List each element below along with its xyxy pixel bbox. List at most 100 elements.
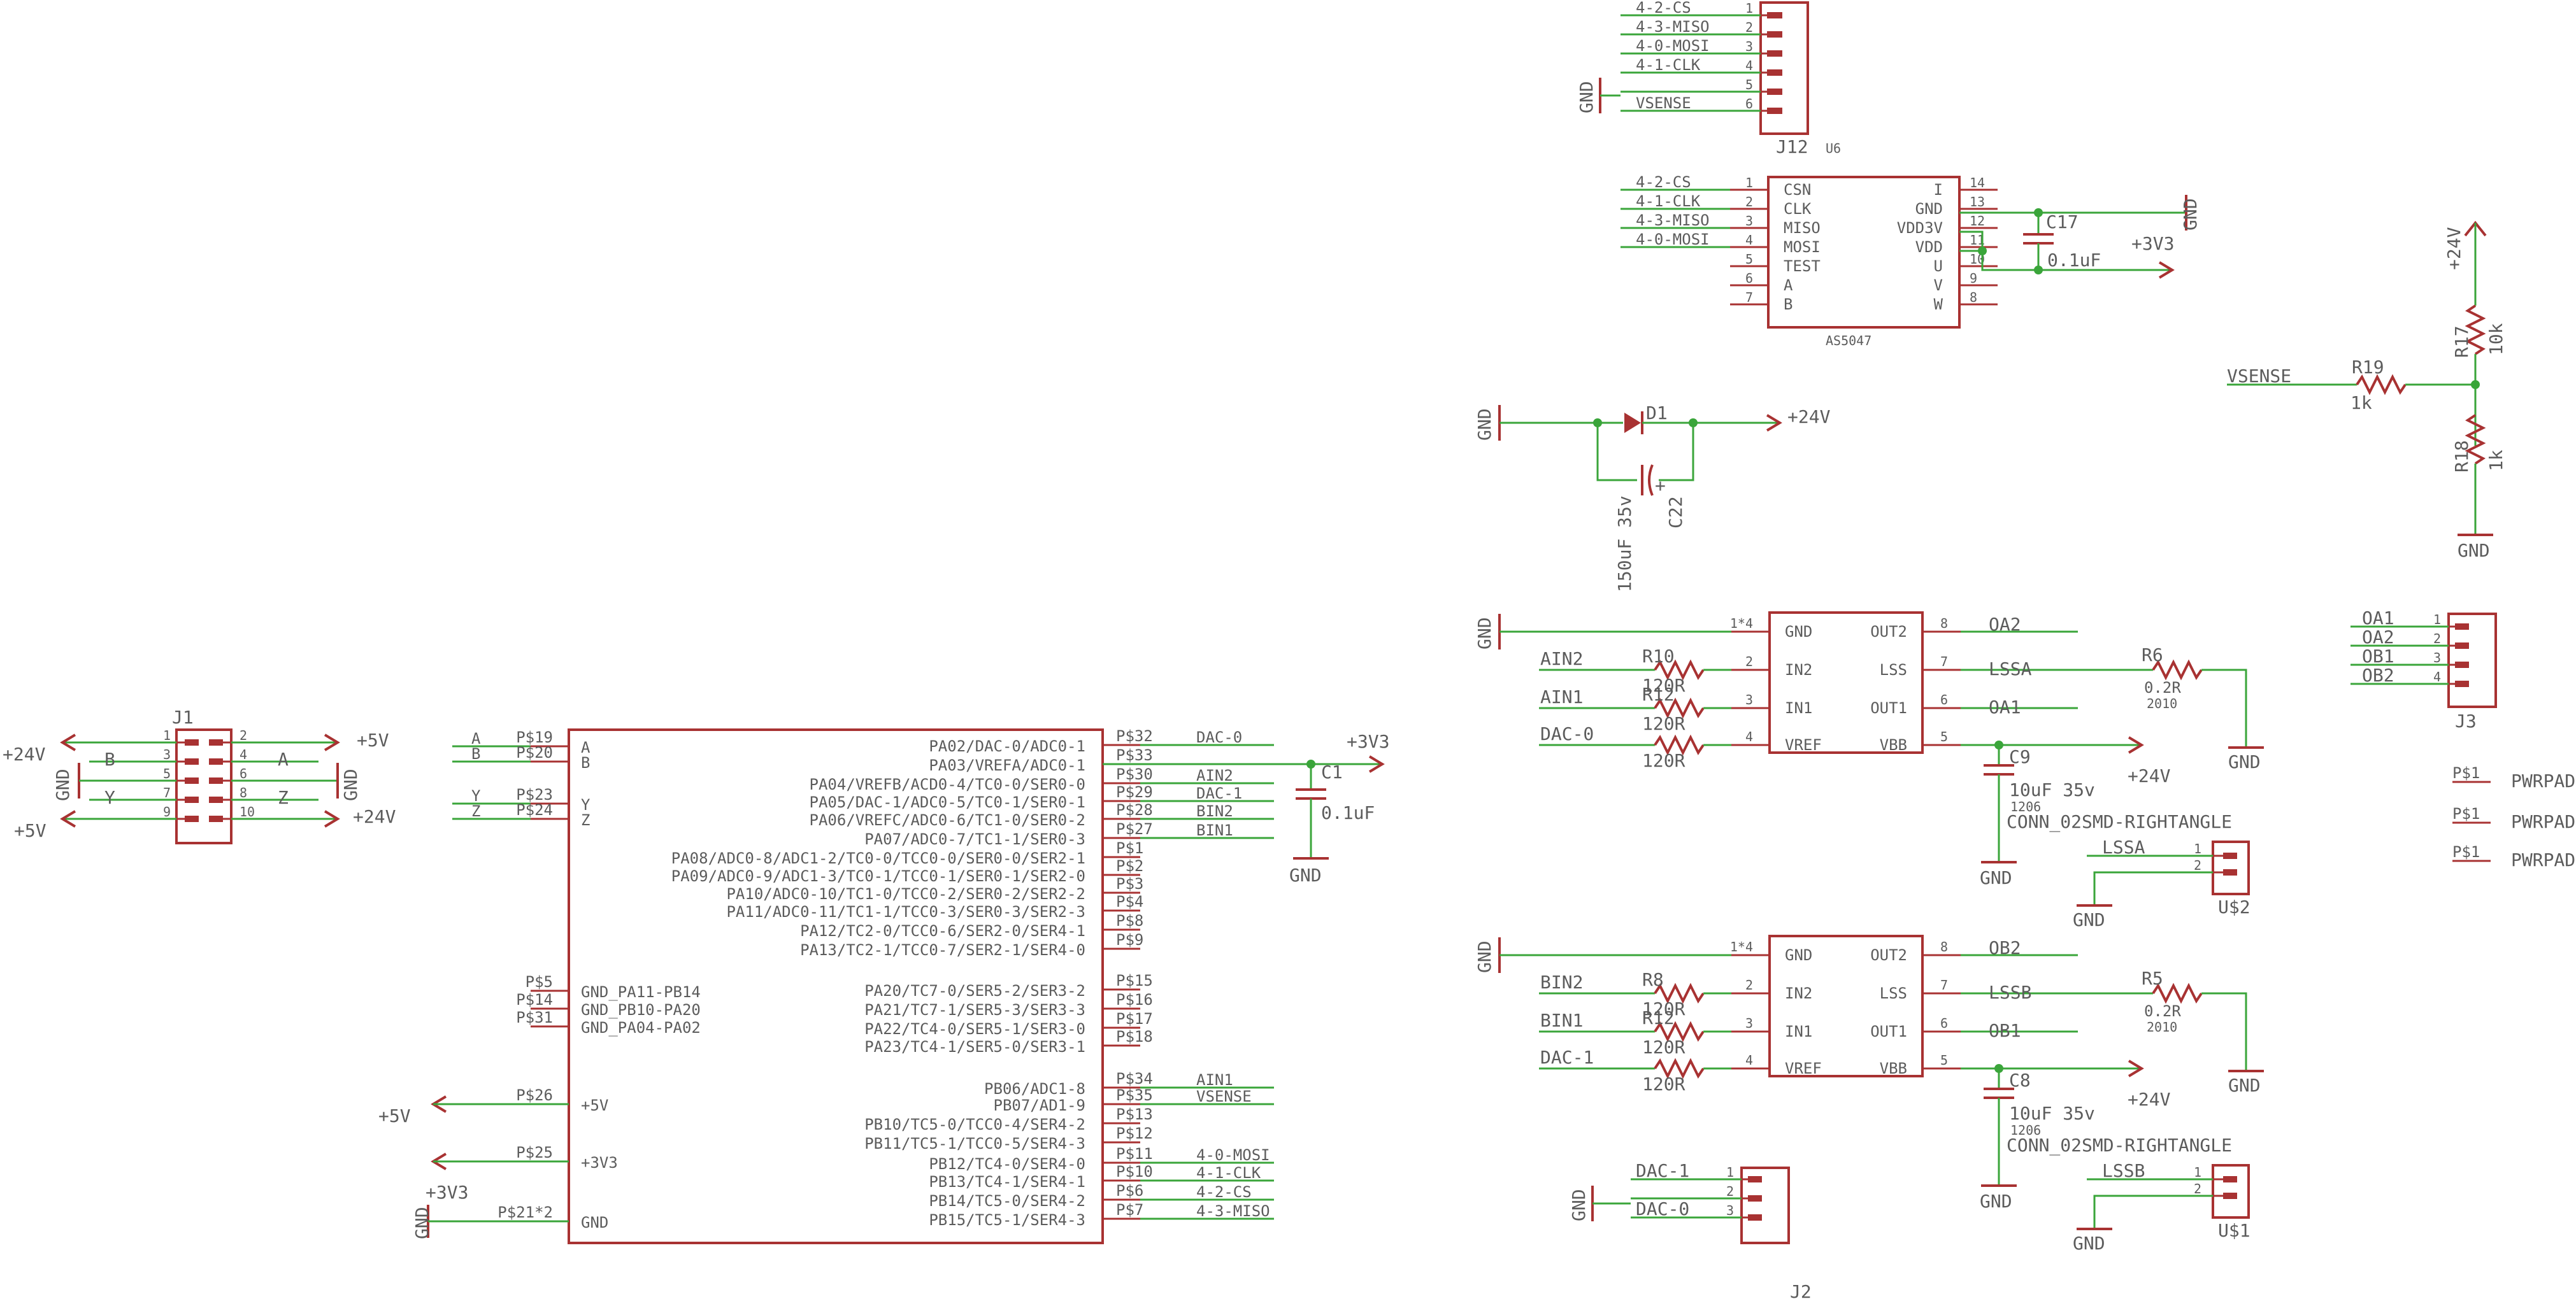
mcu-net-label: B bbox=[471, 745, 480, 763]
vsense-net-label: VSENSE bbox=[2227, 366, 2291, 387]
j1-pin-pad bbox=[185, 739, 199, 746]
driver_a-pin-number: 3 bbox=[1745, 692, 1753, 707]
r17-name: R17 bbox=[2451, 325, 2472, 358]
vsense-divider[interactable]: +24V R17 10k VSENSE R19 1k R18 1k GND bbox=[2227, 220, 2507, 561]
mcu-pin-function: PB07/AD1-9 bbox=[994, 1097, 1086, 1114]
conn_b-body bbox=[2212, 1164, 2250, 1219]
j2-pin-pad bbox=[1748, 1176, 1762, 1182]
driver_a-pin-number: 5 bbox=[1940, 729, 1948, 744]
conn_a-pin-number: 1 bbox=[2194, 841, 2201, 856]
mcu-net-label: DAC-0 bbox=[1196, 728, 1242, 746]
u6-pin-name: W bbox=[1934, 295, 1943, 313]
driver_b-pin-name: IN1 bbox=[1785, 1023, 1812, 1040]
mcu-pin-function: PB14/TC5-0/SER4-2 bbox=[929, 1192, 1085, 1210]
driver_b-sense-gnd-label: GND bbox=[2228, 1075, 2261, 1096]
driver_b-net-label: LSSB bbox=[1989, 982, 2031, 1003]
j1-pin-pad bbox=[209, 797, 223, 803]
j12-pin-pad bbox=[1767, 12, 1782, 18]
j12-net-label: 4-2-CS bbox=[1636, 0, 1691, 17]
j2-pin-pad bbox=[1748, 1214, 1762, 1221]
c22-value: 150uF 35v bbox=[1614, 495, 1635, 592]
u6-pin-number: 6 bbox=[1745, 271, 1753, 286]
u6-pin-name: CSN bbox=[1784, 181, 1811, 199]
j3-pin-number: 1 bbox=[2433, 612, 2441, 627]
j12-net-label: 4-3-MISO bbox=[1636, 18, 1710, 36]
j1-pin-number: 2 bbox=[240, 728, 247, 743]
j1-pin-number: 9 bbox=[163, 804, 171, 820]
driver_a-net-label: LSSA bbox=[1989, 658, 2032, 679]
conn_b-name: U$1 bbox=[2218, 1220, 2250, 1241]
driver_a-pin-name: VREF bbox=[1785, 736, 1822, 754]
mcu-pin-function: PA05/DAC-1/ADC0-5/TC0-1/SER0-1 bbox=[810, 793, 1085, 811]
driver_b-resistor-icon bbox=[1654, 1021, 1705, 1042]
j1-net-label: +24V bbox=[3, 744, 46, 765]
j12-pin-pad bbox=[1767, 50, 1782, 57]
conn_a-part: CONN_02SMD-RIGHTANGLE bbox=[2007, 811, 2232, 833]
u6-pin-number: 3 bbox=[1745, 213, 1753, 229]
driver_b-pin-name: OUT1 bbox=[1870, 1023, 1907, 1040]
driver_a-cap-gnd-label: GND bbox=[1980, 867, 2012, 888]
mcu-symbol[interactable]: P$19AAP$20BBP$23YYP$24ZZP$5GND_PA11-PB14… bbox=[378, 727, 1274, 1244]
j12-label: J12 bbox=[1776, 136, 1808, 157]
d1-c22-block[interactable]: GND D1 +24V + C22 150uF 35v bbox=[1474, 402, 1831, 592]
mcu-pin-function: GND bbox=[581, 1214, 608, 1231]
driver_a-pin-number: 1*4 bbox=[1730, 616, 1753, 631]
mcu-pin-pad: P$18 bbox=[1116, 1028, 1153, 1046]
j12-gnd-label: GND bbox=[1576, 81, 1597, 113]
driver_b-pin-number: 8 bbox=[1940, 939, 1948, 955]
u6-gnd-label: GND bbox=[2180, 198, 2201, 231]
driver_a-cap-package: 1206 bbox=[2010, 799, 2041, 814]
driver_a-sense-package: 2010 bbox=[2147, 696, 2177, 711]
u6-pin-name: A bbox=[1784, 276, 1793, 294]
mcu-gnd-label: GND bbox=[411, 1207, 433, 1239]
u6-pin-number: 14 bbox=[1970, 175, 1985, 190]
pwrpad-pad: P$1 bbox=[2452, 764, 2480, 782]
j1-pin-number: 1 bbox=[163, 728, 171, 743]
mcu-pin-pad: P$5 bbox=[526, 973, 553, 991]
driver_b-resistor-icon bbox=[1654, 1058, 1705, 1079]
u6-pin-number: 5 bbox=[1745, 252, 1753, 267]
u6-pin-name: V bbox=[1934, 276, 1943, 294]
mcu-power-3v3: +3V3 bbox=[426, 1153, 569, 1203]
driver_a-net-label: AIN2 bbox=[1540, 648, 1583, 669]
mcu-net-label: Y bbox=[471, 787, 481, 805]
driver_a-pin-number: 4 bbox=[1745, 729, 1753, 744]
c22-curved-plate bbox=[1648, 464, 1654, 496]
u6-pin-number: 4 bbox=[1745, 232, 1753, 248]
driver_b-vbb-label: +24V bbox=[2128, 1089, 2171, 1110]
j3-pin-number: 2 bbox=[2433, 631, 2441, 646]
driver_b-pin-number: 6 bbox=[1940, 1016, 1948, 1031]
j12-net-label: 4-1-CLK bbox=[1636, 56, 1701, 74]
driver_b-resistor-value: 120R bbox=[1642, 998, 1685, 1019]
driver_a-pin-number: 6 bbox=[1940, 692, 1948, 707]
mcu-net-label: VSENSE bbox=[1196, 1088, 1252, 1105]
driver_b-resistor-name: R12 bbox=[1642, 1007, 1675, 1028]
r18-value: 1k bbox=[2486, 450, 2507, 471]
j1-net-label: A bbox=[278, 749, 289, 770]
j3-net-label: OB2 bbox=[2362, 665, 2394, 686]
mcu-net-label: 4-3-MISO bbox=[1196, 1202, 1270, 1220]
conn_b-pin-number: 1 bbox=[2194, 1165, 2201, 1180]
driver_b-pin-number: 3 bbox=[1745, 1016, 1753, 1031]
mcu-pin-function: PA08/ADC0-8/ADC1-2/TC0-0/TCC0-0/SER0-0/S… bbox=[671, 849, 1085, 867]
u6-pin-name: CLK bbox=[1784, 200, 1812, 218]
j1-body bbox=[175, 728, 233, 844]
mcu-pin-pad: P$23 bbox=[516, 786, 553, 804]
mcu-pin-pad: P$3 bbox=[1116, 875, 1143, 893]
c1-capacitor[interactable]: +3V3 C1 0.1uF GND bbox=[1103, 731, 1389, 886]
mcu-pin-function: PA22/TC4-0/SER5-1/SER3-0 bbox=[864, 1020, 1085, 1038]
conn_b-pin-number: 2 bbox=[2194, 1181, 2201, 1196]
u6-pin-name: MOSI bbox=[1784, 238, 1821, 256]
j12-connector[interactable]: 14-2-CS24-3-MISO34-0-MOSI44-1-CLK56VSENS… bbox=[1576, 0, 1841, 157]
mcu-pin-function: PA23/TC4-1/SER5-0/SER3-1 bbox=[864, 1038, 1085, 1056]
mcu-pin-pad: P$12 bbox=[1116, 1125, 1153, 1142]
driver_a-body bbox=[1768, 611, 1924, 754]
pwrpad-pad: P$1 bbox=[2452, 843, 2480, 861]
driver_a-net-label: OA2 bbox=[1989, 614, 2021, 635]
